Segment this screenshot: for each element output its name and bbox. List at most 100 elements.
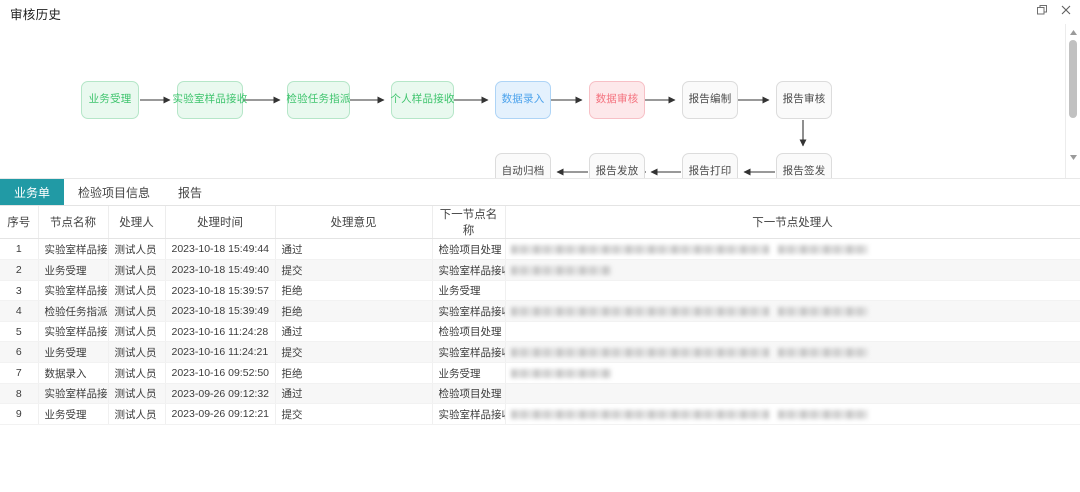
cell-next-node: 实验室样品接收 bbox=[432, 300, 506, 322]
col-header-handler[interactable]: 处理人 bbox=[108, 206, 166, 239]
flow-node-report-audit[interactable]: 报告审核 bbox=[776, 81, 832, 119]
cell-node: 检验任务指派 bbox=[38, 300, 109, 322]
cell-index: 8 bbox=[0, 383, 39, 404]
cell-index: 4 bbox=[0, 300, 39, 322]
table-row[interactable]: 7 数据录入 测试人员 2023-10-16 09:52:50 拒绝 业务受理 bbox=[0, 362, 1080, 384]
page-title: 审核历史 bbox=[10, 8, 62, 22]
cell-opinion: 通过 bbox=[275, 383, 433, 404]
cell-next-node: 业务受理 bbox=[432, 362, 506, 384]
flow-node-report-preparation[interactable]: 报告编制 bbox=[682, 81, 738, 119]
cell-next-node: 检验项目处理 bbox=[432, 238, 506, 260]
cell-index: 6 bbox=[0, 341, 39, 363]
cell-handler: 测试人员 bbox=[108, 300, 166, 322]
cell-opinion: 拒绝 bbox=[275, 362, 433, 384]
cell-next-handler-empty bbox=[505, 321, 1080, 342]
cell-next-handler-redacted bbox=[505, 403, 1080, 425]
cell-handler: 测试人员 bbox=[108, 403, 166, 425]
flow-node-data-entry[interactable]: 数据录入 bbox=[495, 81, 551, 119]
cell-node: 实验室样品接收 bbox=[38, 383, 109, 404]
col-header-next-handler[interactable]: 下一节点处理人 bbox=[505, 206, 1080, 239]
cell-node: 业务受理 bbox=[38, 403, 109, 425]
cell-next-node: 业务受理 bbox=[432, 280, 506, 301]
window-controls bbox=[1034, 2, 1074, 18]
tab-inspection-items[interactable]: 检验项目信息 bbox=[78, 185, 151, 200]
cell-index: 5 bbox=[0, 321, 39, 342]
cell-node: 业务受理 bbox=[38, 341, 109, 363]
flow-node-business-acceptance[interactable]: 业务受理 bbox=[81, 81, 139, 119]
scroll-down-icon[interactable] bbox=[1066, 151, 1080, 164]
cell-next-node: 检验项目处理 bbox=[432, 383, 506, 404]
flow-node-data-review[interactable]: 数据审核 bbox=[589, 81, 645, 119]
cell-time: 2023-10-18 15:49:44 bbox=[165, 238, 276, 260]
table-row[interactable]: 9 业务受理 测试人员 2023-09-26 09:12:21 提交 实验室样品… bbox=[0, 403, 1080, 425]
flow-node-auto-archive[interactable]: 自动归档 bbox=[495, 153, 551, 178]
close-icon[interactable] bbox=[1058, 2, 1074, 18]
cell-opinion: 拒绝 bbox=[275, 300, 433, 322]
audit-history-table: 序号 节点名称 处理人 处理时间 处理意见 下一节点名称 下一节点处理人 1 实… bbox=[0, 206, 1080, 425]
table-row[interactable]: 1 实验室样品接收 测试人员 2023-10-18 15:49:44 通过 检验… bbox=[0, 238, 1080, 260]
tab-report[interactable]: 报告 bbox=[178, 185, 203, 200]
table-row[interactable]: 2 业务受理 测试人员 2023-10-18 15:49:40 提交 实验室样品… bbox=[0, 259, 1080, 281]
cell-next-node: 实验室样品接收 bbox=[432, 259, 506, 281]
cell-next-node: 实验室样品接收 bbox=[432, 341, 506, 363]
cell-opinion: 提交 bbox=[275, 259, 433, 281]
cell-node: 实验室样品接收 bbox=[38, 321, 109, 342]
cell-next-node: 检验项目处理 bbox=[432, 321, 506, 342]
cell-handler: 测试人员 bbox=[108, 238, 166, 260]
cell-time: 2023-10-18 15:39:49 bbox=[165, 300, 276, 322]
cell-time: 2023-09-26 09:12:32 bbox=[165, 383, 276, 404]
cell-handler: 测试人员 bbox=[108, 259, 166, 281]
cell-time: 2023-10-16 11:24:21 bbox=[165, 341, 276, 363]
cell-handler: 测试人员 bbox=[108, 341, 166, 363]
table-header-row: 序号 节点名称 处理人 处理时间 处理意见 下一节点名称 下一节点处理人 bbox=[0, 206, 1080, 239]
flow-node-report-issuance[interactable]: 报告签发 bbox=[776, 153, 832, 178]
table-row[interactable]: 8 实验室样品接收 测试人员 2023-09-26 09:12:32 通过 检验… bbox=[0, 383, 1080, 404]
cell-next-handler-redacted bbox=[505, 238, 1080, 260]
flow-node-lab-sample-receipt[interactable]: 实验室样品接收 bbox=[173, 81, 247, 119]
cell-handler: 测试人员 bbox=[108, 362, 166, 384]
cell-node: 业务受理 bbox=[38, 259, 109, 281]
cell-index: 7 bbox=[0, 362, 39, 384]
flow-node-report-print[interactable]: 报告打印 bbox=[682, 153, 738, 178]
content-tabs: 业务单 检验项目信息 报告 bbox=[0, 179, 1080, 205]
cell-index: 1 bbox=[0, 238, 39, 260]
scroll-up-icon[interactable] bbox=[1066, 26, 1080, 39]
cell-next-handler-redacted bbox=[505, 300, 1080, 322]
cell-opinion: 通过 bbox=[275, 238, 433, 260]
col-header-index[interactable]: 序号 bbox=[0, 206, 39, 239]
cell-opinion: 提交 bbox=[275, 341, 433, 363]
col-header-node[interactable]: 节点名称 bbox=[38, 206, 109, 239]
flow-node-inspection-task-assignment[interactable]: 检验任务指派 bbox=[286, 81, 350, 119]
cell-handler: 测试人员 bbox=[108, 280, 166, 301]
flow-node-report-distribution[interactable]: 报告发放 bbox=[589, 153, 645, 178]
cell-index: 9 bbox=[0, 403, 39, 425]
table-body: 1 实验室样品接收 测试人员 2023-10-18 15:49:44 通过 检验… bbox=[0, 238, 1080, 425]
workflow-canvas: 业务受理 实验室样品接收 检验任务指派 个人样品接收 数据录入 数据审核 报告编… bbox=[0, 24, 1065, 178]
scrollbar-thumb[interactable] bbox=[1069, 40, 1077, 118]
col-header-opinion[interactable]: 处理意见 bbox=[275, 206, 433, 239]
cell-next-handler-redacted bbox=[505, 259, 1080, 281]
cell-index: 3 bbox=[0, 280, 39, 301]
cell-time: 2023-10-16 11:24:28 bbox=[165, 321, 276, 342]
diagram-vertical-scrollbar[interactable] bbox=[1065, 24, 1080, 178]
history-table-container: 序号 节点名称 处理人 处理时间 处理意见 下一节点名称 下一节点处理人 1 实… bbox=[0, 205, 1080, 492]
cell-opinion: 提交 bbox=[275, 403, 433, 425]
col-header-next-node[interactable]: 下一节点名称 bbox=[432, 206, 506, 239]
cell-next-handler-redacted bbox=[505, 341, 1080, 363]
table-row[interactable]: 5 实验室样品接收 测试人员 2023-10-16 11:24:28 通过 检验… bbox=[0, 321, 1080, 342]
cell-handler: 测试人员 bbox=[108, 321, 166, 342]
tab-business-order[interactable]: 业务单 bbox=[0, 179, 65, 205]
cell-time: 2023-10-16 09:52:50 bbox=[165, 362, 276, 384]
table-row[interactable]: 3 实验室样品接收 测试人员 2023-10-18 15:39:57 拒绝 业务… bbox=[0, 280, 1080, 301]
cell-next-handler-redacted bbox=[505, 362, 1080, 384]
cell-next-handler-empty bbox=[505, 280, 1080, 301]
cell-time: 2023-10-18 15:49:40 bbox=[165, 259, 276, 281]
table-row[interactable]: 4 检验任务指派 测试人员 2023-10-18 15:39:49 拒绝 实验室… bbox=[0, 300, 1080, 322]
cell-opinion: 通过 bbox=[275, 321, 433, 342]
col-header-time[interactable]: 处理时间 bbox=[165, 206, 276, 239]
workflow-diagram-panel: 业务受理 实验室样品接收 检验任务指派 个人样品接收 数据录入 数据审核 报告编… bbox=[0, 24, 1080, 179]
table-row[interactable]: 6 业务受理 测试人员 2023-10-16 11:24:21 提交 实验室样品… bbox=[0, 341, 1080, 363]
restore-icon[interactable] bbox=[1034, 2, 1050, 18]
flow-node-personal-sample-receipt[interactable]: 个人样品接收 bbox=[390, 81, 454, 119]
